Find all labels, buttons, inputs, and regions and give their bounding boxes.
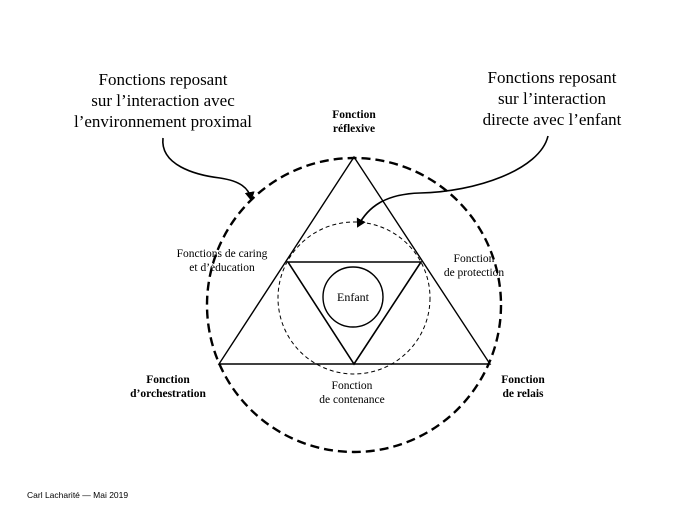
caring-line-1: Fonctions de caring — [177, 248, 268, 260]
contenance-line-1: Fonction — [332, 380, 373, 392]
center-label: Enfant — [337, 290, 370, 304]
vertex-right-line-2: de relais — [503, 388, 545, 400]
protection-line-2: de protection — [444, 267, 505, 279]
caring-line-2: et d’éducation — [189, 262, 255, 274]
vertex-top-line-2: réflexive — [333, 123, 375, 135]
vertex-right-line-1: Fonction — [501, 374, 545, 386]
right-curved-arrow — [356, 135, 549, 228]
right-annotation-line-3: directe avec l’enfant — [483, 110, 622, 129]
right-annotation: Fonctions reposant sur l’interaction dir… — [483, 68, 622, 129]
left-annotation-line-2: sur l’interaction avec — [91, 91, 235, 110]
credit-text: Carl Lacharité — Mai 2019 — [27, 490, 129, 500]
vertex-left-line-2: d’orchestration — [130, 388, 206, 400]
inner-triangle — [286, 261, 423, 366]
left-curved-arrow — [162, 137, 255, 201]
left-annotation-line-3: l’environnement proximal — [74, 112, 252, 131]
caring-label: Fonctions de caring et d’éducation — [177, 248, 268, 274]
vertex-label-left: Fonction d’orchestration — [130, 374, 206, 400]
vertex-top-line-1: Fonction — [332, 109, 376, 121]
vertex-label-top: Fonction réflexive — [332, 109, 376, 135]
inner-dashed-circle — [277, 221, 431, 375]
contenance-line-2: de contenance — [319, 394, 384, 406]
left-annotation-line-1: Fonctions reposant — [99, 70, 228, 89]
protection-line-1: Fonction — [454, 253, 495, 265]
center-circle — [322, 266, 384, 328]
outer-triangle — [217, 155, 492, 365]
contenance-label: Fonction de contenance — [319, 380, 384, 406]
left-annotation: Fonctions reposant sur l’interaction ave… — [74, 70, 252, 131]
outer-dashed-circle — [205, 156, 503, 454]
protection-label: Fonction de protection — [444, 253, 505, 279]
vertex-left-line-1: Fonction — [146, 374, 190, 386]
right-annotation-line-1: Fonctions reposant — [488, 68, 617, 87]
vertex-label-right: Fonction de relais — [501, 374, 545, 400]
right-annotation-line-2: sur l’interaction — [498, 89, 607, 108]
